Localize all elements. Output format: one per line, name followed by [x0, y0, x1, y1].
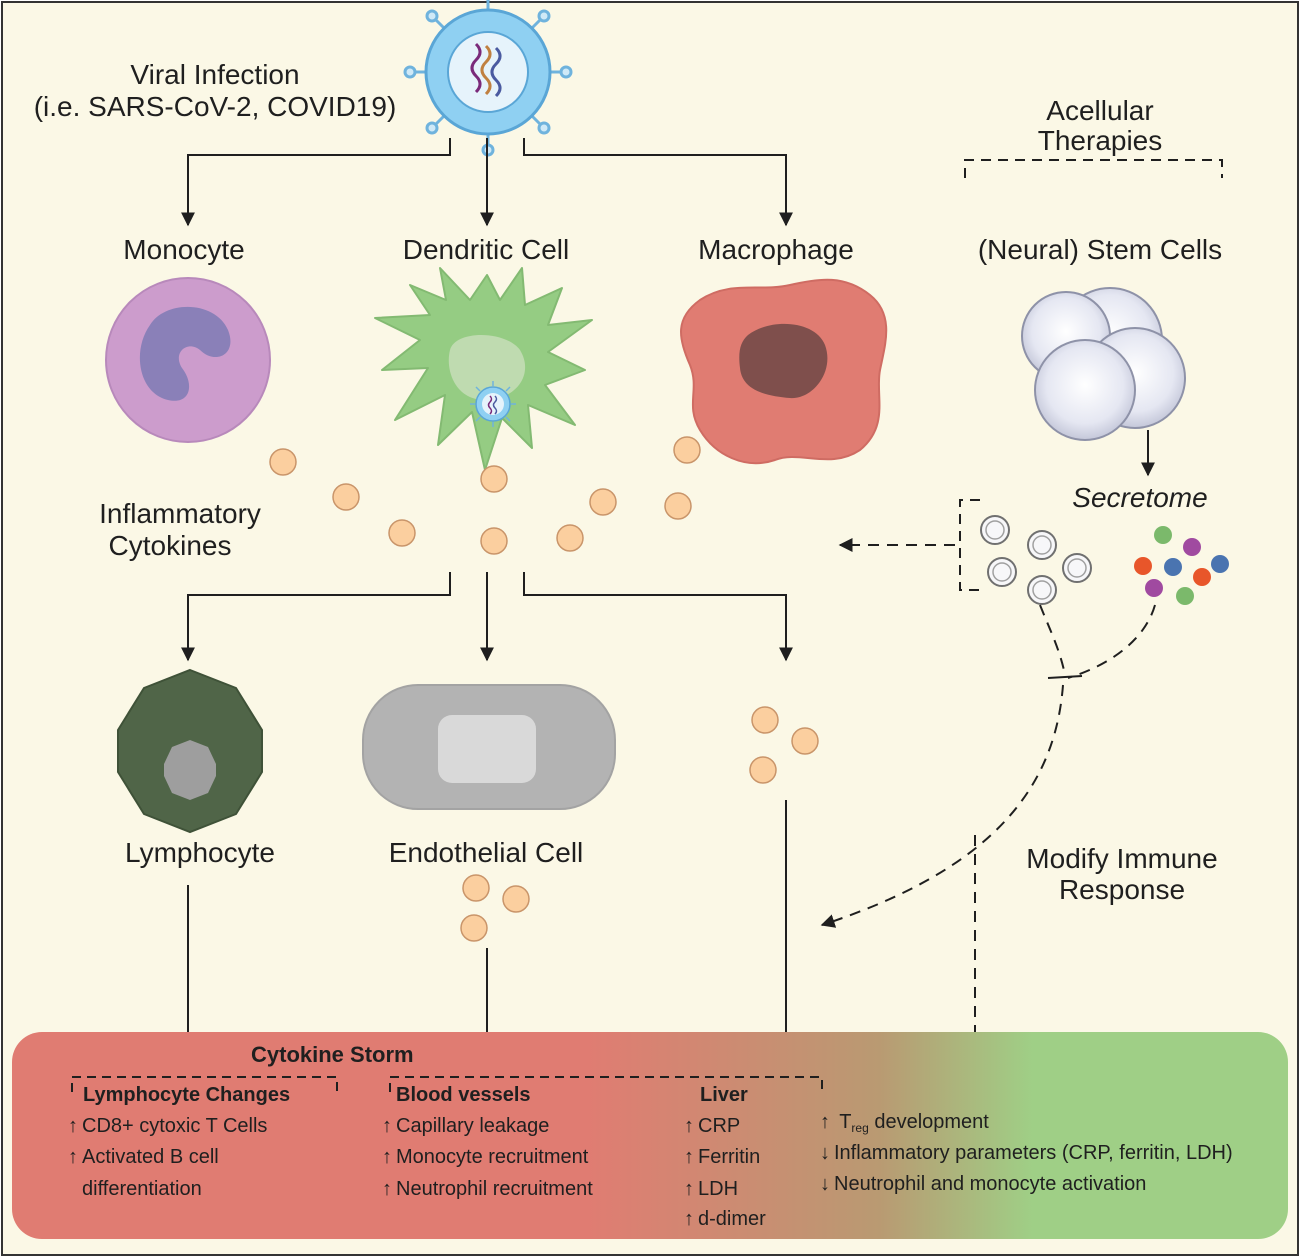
- liver-item-2: ↑Ferritin: [684, 1146, 761, 1168]
- modify-immune-paths: [820, 604, 1156, 1064]
- up-arrow-icon: ↑: [382, 1178, 392, 1200]
- cytokine-particles-lower: [460, 706, 819, 942]
- macrophage-label: Macrophage: [698, 234, 854, 265]
- therapy-item-neutrophil: ↓Neutrophil and monocyte activation: [820, 1173, 1147, 1195]
- monocyte-label: Monocyte: [123, 234, 245, 265]
- virus-label-line1: Viral Infection: [130, 59, 300, 90]
- liver-item-3: ↑LDH: [684, 1178, 739, 1200]
- dendritic-cell-label: Dendritic Cell: [402, 234, 570, 265]
- virus-label-line2: (i.e. SARS-CoV-2, COVID19): [33, 91, 397, 122]
- cytokine-storm-box: [12, 1032, 1288, 1239]
- endothelial-cell: [362, 684, 616, 810]
- exosome-vesicles: [980, 515, 1092, 605]
- modify-label-line1: Modify Immune: [1026, 843, 1218, 874]
- liver-title: Liver: [700, 1084, 748, 1106]
- secretome-bracket: [959, 499, 980, 591]
- up-arrow-icon: ↑: [68, 1115, 78, 1137]
- blood-item-3: ↑Neutrophil recruitment: [382, 1178, 593, 1200]
- lymphocyte-item-1: ↑CD8+ cytoxic T Cells: [68, 1115, 268, 1137]
- down-arrow-icon: ↓: [820, 1173, 830, 1195]
- endothelial-cell-label: Endothelial Cell: [388, 837, 584, 868]
- up-arrow-icon: ↑: [820, 1111, 830, 1133]
- blood-item-1: ↑Capillary leakage: [382, 1115, 550, 1137]
- lymphocyte-bracket: [71, 1076, 338, 1092]
- down-arrow-icon: ↓: [820, 1142, 830, 1164]
- monocyte-cell: [105, 277, 271, 443]
- secreted-factor-dots: [1134, 526, 1229, 605]
- up-arrow-icon: ↑: [684, 1178, 694, 1200]
- up-arrow-icon: ↑: [382, 1146, 392, 1168]
- lymphocyte-label: Lymphocyte: [125, 837, 275, 868]
- secretome-label: Secretome: [1072, 482, 1208, 513]
- macrophage-cell: [680, 278, 888, 465]
- cytokine-arrows: [181, 572, 793, 662]
- acellular-label-line2: Therapies: [1037, 125, 1163, 156]
- stem-cells-label: (Neural) Stem Cells: [977, 234, 1223, 265]
- acellular-label-line1: Acellular: [1046, 95, 1154, 126]
- lymphocyte-item-3: differentiation: [82, 1178, 202, 1200]
- lymphocyte-cell: [117, 668, 263, 834]
- liver-item-1: ↑CRP: [684, 1115, 741, 1137]
- up-arrow-icon: ↑: [684, 1146, 694, 1168]
- acellular-bracket: [964, 159, 1223, 178]
- virus-icon: [403, 0, 573, 157]
- dendritic-cell: [374, 267, 593, 471]
- up-arrow-icon: ↑: [382, 1115, 392, 1137]
- up-arrow-icon: ↑: [684, 1115, 694, 1137]
- stem-cell-cluster: [1021, 287, 1186, 441]
- blood-vessels-title: Blood vessels: [396, 1084, 531, 1106]
- lymphocyte-item-2: ↑Activated B cell: [68, 1146, 219, 1168]
- virus-arrows: [181, 138, 793, 227]
- blood-item-2: ↑Monocyte recruitment: [382, 1146, 589, 1168]
- modify-label-line2: Response: [1058, 874, 1186, 905]
- up-arrow-icon: ↑: [684, 1208, 694, 1230]
- exosome-vesicles-inner: [985, 520, 1087, 600]
- cytokines-label-line2: Cytokines: [108, 530, 232, 561]
- therapy-item-inflammatory: ↓Inflammatory parameters (CRP, ferritin,…: [820, 1142, 1233, 1164]
- liver-item-4: ↑d-dimer: [684, 1208, 766, 1230]
- organ-bracket: [389, 1076, 823, 1092]
- cytokines-label-line1: Inflammatory: [99, 498, 261, 529]
- cytokine-storm-title: Cytokine Storm: [251, 1042, 414, 1067]
- lymphocyte-changes-title: Lymphocyte Changes: [83, 1084, 291, 1106]
- inhibition-bar: [1047, 675, 1083, 679]
- therapy-item-treg: ↑ Treg development: [820, 1111, 989, 1135]
- up-arrow-icon: ↑: [68, 1146, 78, 1168]
- cytokine-particles: [269, 436, 701, 555]
